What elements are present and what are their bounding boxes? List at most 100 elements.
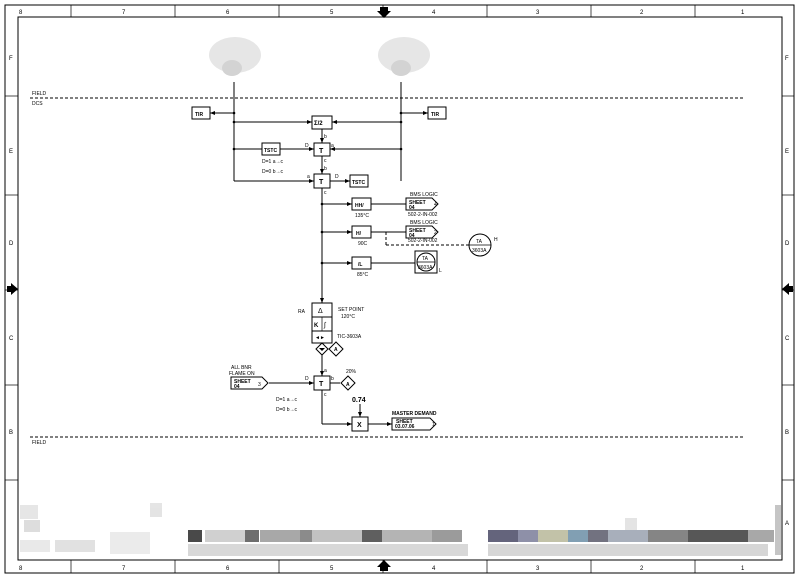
set-point-value: 120°C: [341, 314, 355, 320]
row-label: F: [9, 56, 13, 62]
row-label: E: [9, 149, 13, 155]
hh-setpoint: 135°C: [355, 213, 369, 219]
row-label: B: [785, 430, 789, 436]
average-block[interactable]: Σ/2: [311, 115, 333, 130]
logic-note: D=1 a→c: [262, 159, 283, 165]
master-demand-sheet-ref[interactable]: SHEET 03.07.06 1: [391, 417, 437, 431]
controller-tag: TIC-3603A: [337, 334, 362, 340]
auto-label: A: [334, 347, 338, 353]
transfer-switch-1[interactable]: T: [313, 142, 331, 157]
col-label: 1: [741, 10, 745, 16]
port-label: b: [324, 134, 327, 140]
tstc-label: TSTC: [352, 180, 365, 186]
col-label: 6: [226, 10, 230, 16]
bias-station[interactable]: A: [340, 375, 356, 391]
col-label: 4: [432, 10, 436, 16]
tir-left-label: TIR: [195, 112, 203, 118]
pid-controller[interactable]: Δ K ∫ ◄►: [311, 302, 333, 344]
inner-frame: [17, 16, 783, 561]
tir-right-block[interactable]: TIR: [427, 106, 447, 120]
ta-high-alarm[interactable]: TA 3603A: [468, 233, 492, 257]
hh-label: HH/: [355, 203, 364, 209]
bms-logic-title: BMS LOGIC: [410, 192, 438, 198]
sheet-ref-sub: 04: [409, 233, 415, 239]
sheet-ref: SHEET: [409, 228, 426, 234]
col-label: 1: [741, 566, 745, 572]
sheet-ref-num: 2: [434, 230, 437, 236]
sheet-ref-num: 1: [432, 422, 435, 428]
ta-tag: 3603A: [418, 265, 433, 271]
tstc-block-1[interactable]: TSTC: [261, 142, 281, 156]
tir-right-label: TIR: [431, 112, 439, 118]
bms-ref: 502-2-IN-002: [408, 238, 438, 244]
delta-label: Δ: [318, 308, 323, 315]
sheet-ref: SHEET: [234, 379, 251, 385]
l-setpoint: 85°C: [357, 272, 369, 278]
tir-left-block[interactable]: TIR: [191, 106, 211, 120]
row-label: A: [785, 521, 789, 527]
burner-line1: ALL BNR: [231, 365, 252, 371]
col-label: 7: [122, 10, 126, 16]
row-label: F: [785, 56, 789, 62]
center-marker-left-icon: [7, 283, 18, 295]
bms-sheet-ref-1[interactable]: SHEET 04 4: [405, 197, 439, 211]
burner-line2: FLAME ON: [229, 371, 255, 377]
manual-station[interactable]: A: [315, 341, 344, 357]
sheet-ref-num: 3: [258, 382, 261, 388]
port-label: D: [305, 143, 309, 149]
right-row-ruler: F E D C B A: [782, 56, 794, 527]
port-label: a: [331, 143, 334, 149]
l-label: /L: [358, 262, 362, 268]
bms-logic-title: BMS LOGIC: [410, 220, 438, 226]
row-label: D: [785, 241, 790, 247]
col-label: 8: [19, 10, 23, 16]
transfer-switch-3[interactable]: T: [313, 375, 331, 391]
master-demand-title: MASTER DEMAND: [392, 411, 437, 417]
signal-lines: [210, 82, 469, 426]
k-label: K: [314, 323, 319, 329]
sheet-ref: SHEET: [409, 200, 426, 206]
logic-note: D=1 a→c: [276, 397, 297, 403]
port-label: a: [324, 368, 327, 374]
col-label: 8: [19, 566, 23, 572]
port-label: c: [324, 190, 327, 196]
col-label: 5: [330, 566, 334, 572]
transfer-label: T: [319, 148, 324, 155]
row-label: D: [9, 241, 14, 247]
auto-label: A: [346, 382, 350, 388]
bms-sheet-ref-2[interactable]: SHEET 04 2: [405, 225, 439, 239]
title-block-redacted: [20, 503, 781, 556]
arrows-label: ◄►: [315, 335, 325, 341]
zone-dcs: DCS: [32, 101, 43, 107]
port-label: D: [305, 376, 309, 382]
gain-value: 0.74: [352, 397, 366, 404]
l-alarm-block[interactable]: /L: [351, 256, 372, 270]
sheet-ref-sub: 03.07.06: [395, 424, 415, 430]
port-label: b: [331, 376, 334, 382]
col-label: 3: [536, 10, 540, 16]
ta-low-alarm[interactable]: TA 3603A: [414, 250, 438, 274]
col-label: 6: [226, 566, 230, 572]
h-alarm-block[interactable]: H/: [351, 225, 372, 239]
h-label: H/: [356, 231, 362, 237]
bms-ref: 502-2-IN-002: [408, 212, 438, 218]
zone-field-top: FIELD: [32, 91, 47, 97]
outer-frame: [4, 4, 795, 574]
transfer-label: T: [319, 381, 324, 388]
port-label: b: [324, 166, 327, 172]
transfer-switch-2[interactable]: T: [313, 173, 331, 189]
sheet-ref-sub: 04: [409, 205, 415, 211]
col-label: 3: [536, 566, 540, 572]
set-point-label: SET POINT: [338, 307, 364, 313]
hh-alarm-block[interactable]: HH/: [351, 197, 372, 211]
multiplier-block[interactable]: X: [351, 416, 369, 432]
row-label: B: [9, 430, 13, 436]
ta-tag: 3603A: [472, 248, 487, 254]
port-label: a: [307, 174, 310, 180]
tstc-block-2[interactable]: TSTC: [349, 174, 369, 188]
ta-suffix: H: [494, 237, 498, 243]
left-row-ruler: F E D C B: [5, 56, 18, 481]
burner-sheet-ref[interactable]: SHEET 04 3: [230, 376, 269, 390]
bias-pct: 20%: [346, 369, 357, 375]
col-label: 5: [330, 10, 334, 16]
